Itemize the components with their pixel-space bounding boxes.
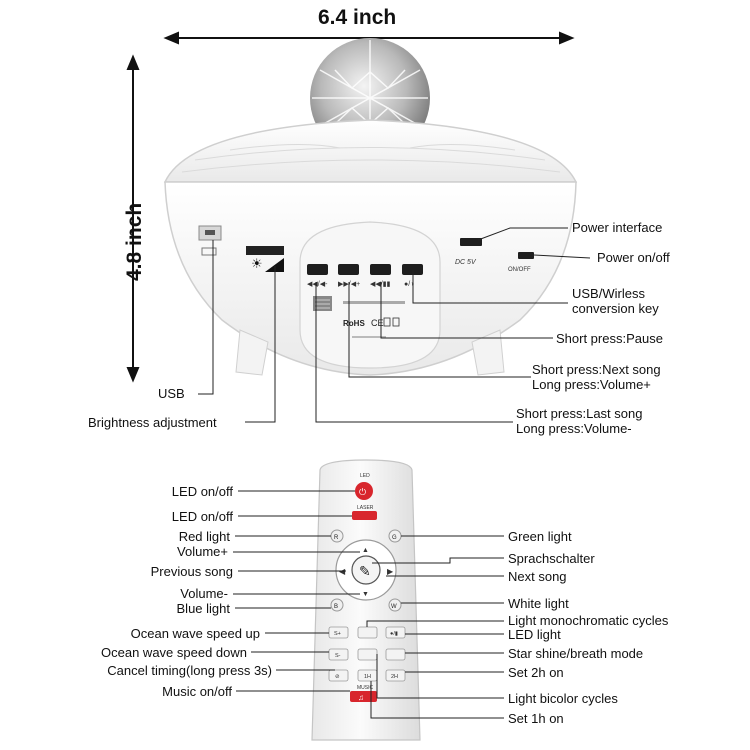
svg-text:R: R [334,535,339,541]
led-power-button[interactable] [355,482,373,500]
next-song-button[interactable] [338,264,359,275]
svg-text:LASER: LASER [357,505,374,511]
svg-text:1H: 1H [364,674,371,680]
ocean-speed-up-label: Ocean wave speed up [130,626,260,641]
height-dimension-arrow [126,54,140,383]
next-song-label: Next song [508,569,567,584]
previous-song-label: Previous song [150,564,233,579]
volume-plus-label: Volume+ [177,544,228,559]
mono-cycle-button[interactable] [357,626,378,639]
usb-label: USB [158,386,185,401]
sprachschalter-label: Sprachschalter [508,551,595,566]
short-press-pause-label: Short press:Pause [556,331,663,346]
last-song-button[interactable] [307,264,328,275]
height-dimension-label: 4.8 inch [123,202,146,281]
svg-text:S-: S- [335,653,341,659]
sun-icon: ☀ [251,256,263,271]
laser-button[interactable] [352,511,377,520]
power-onoff-label: Power on/off [597,250,670,265]
bicolor-cycle-button[interactable] [357,648,378,661]
svg-text:LED: LED [360,473,370,479]
svg-text:⏻: ⏻ [359,487,366,497]
music-button[interactable] [350,691,377,702]
next-song-volume-label: Short press:Next song Long press:Volume+ [532,362,661,392]
led-light-button[interactable] [385,626,406,639]
svg-text:CE: CE [371,318,384,328]
svg-text:W: W [391,604,397,610]
usb-wireless-key-button[interactable] [402,264,423,275]
svg-text:B: B [334,604,338,610]
volume-up-icon[interactable]: ▲ [362,547,369,554]
bicolor-cycles-label: Light bicolor cycles [508,691,618,706]
star-mode-button[interactable] [385,648,406,661]
led-onoff-label-2: LED on/off [171,509,233,524]
volume-minus-label: Volume- [180,586,228,601]
power-switch-icon[interactable] [518,252,534,259]
svg-text:MUSIC: MUSIC [357,685,374,691]
cancel-timing-button[interactable] [328,669,349,682]
power-interface-label: Power interface [572,220,663,235]
device-callout-lines [198,227,591,423]
remote-callout-lines [233,490,504,719]
pause-button[interactable] [370,264,391,275]
svg-text:●/◑: ●/◑ [404,281,414,288]
set-2h-label: Set 2h on [508,665,564,680]
power-jack-icon [460,238,482,246]
led-onoff-label-1: LED on/off [171,484,233,499]
lamp-device: ☀ ◀◀/◀- ▶▶/◀+ ◀◀/▮▮ ●/◑ RoHS CE DC 5V ON… [163,38,578,376]
led-light-label: LED light [508,627,561,642]
blue-light-label: Blue light [176,601,230,616]
svg-text:RoHS: RoHS [343,319,365,328]
star-shine-label: Star shine/breath mode [508,646,644,661]
set-1h-label: Set 1h on [508,711,564,726]
set-2h-button[interactable] [385,669,406,682]
svg-text:◀◀/◀-: ◀◀/◀- [307,281,328,288]
svg-text:●/▮: ●/▮ [390,631,398,637]
svg-text:G: G [392,535,397,541]
svg-text:2H: 2H [391,674,398,680]
svg-text:S+: S+ [334,631,341,637]
usb-wireless-label: USB/Wirless conversion key [572,286,659,316]
microphone-icon: ✎ [359,563,371,579]
next-song-icon[interactable]: ▶ [387,567,394,576]
volume-down-icon[interactable]: ▼ [362,591,369,598]
svg-text:◀◀/▮▮: ◀◀/▮▮ [370,281,391,288]
last-song-volume-label: Short press:Last song Long press:Volume- [516,406,643,436]
ocean-speed-down-button[interactable] [328,648,349,661]
music-onoff-label: Music on/off [162,684,232,699]
svg-text:♫: ♫ [358,693,364,702]
brightness-slider-icon [246,246,284,255]
width-dimension-label: 6.4 inch [318,6,397,29]
green-light-label: Green light [508,529,572,544]
width-dimension-arrow [163,31,575,45]
white-light-label: White light [508,596,569,611]
red-light-label: Red light [178,529,230,544]
ocean-speed-down-label: Ocean wave speed down [101,645,247,660]
cancel-timing-label: Cancel timing(long press 3s) [107,663,272,678]
svg-text:⊘: ⊘ [335,674,340,680]
white-light-button[interactable] [388,598,402,612]
blue-light-button[interactable] [330,598,344,612]
svg-text:DC 5V: DC 5V [455,259,477,266]
brightness-label: Brightness adjustment [88,415,217,430]
svg-text:ON/OFF: ON/OFF [508,267,531,273]
remote-control: LED ⏻ LASER R G ✎ ▲ ▼ ◀ ▶ B W [311,459,421,741]
mono-cycles-label: Light monochromatic cycles [508,613,669,628]
